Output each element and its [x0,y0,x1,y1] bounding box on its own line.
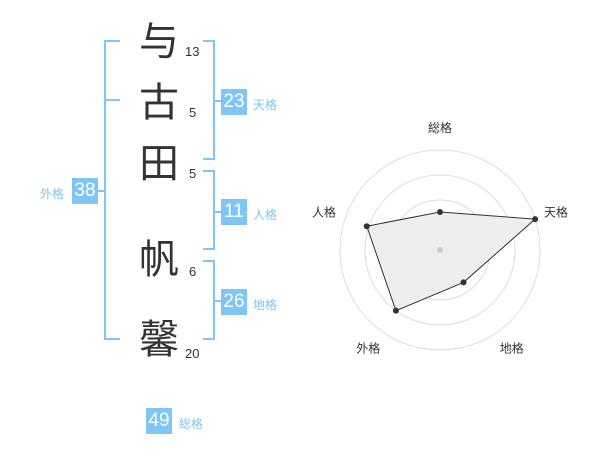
gaikaku-value: 38 [72,178,98,204]
chikaku-value: 26 [221,289,247,315]
gaikaku-label: 外格 [40,187,65,201]
stroke-count-1: 13 [185,44,200,59]
chikaku-bracket-bottom [203,338,215,340]
tenkaku-value: 23 [221,89,247,115]
chikaku-label: 地格 [253,298,278,312]
stroke-count-2: 5 [189,105,197,120]
radar-point-2 [460,279,467,286]
jinkaku-bracket-vertical [213,170,215,250]
radar-point-3 [392,307,399,314]
outer-bracket-connector [98,190,106,192]
radar-point-1 [532,216,539,223]
radar-axis-label-2: 地格 [500,341,524,356]
outer-bracket-bottom [104,338,120,340]
radar-point-4 [363,223,370,230]
stroke-count-5: 20 [185,346,200,361]
tenkaku-bracket-top [203,40,215,42]
chikaku-bracket-connector [213,300,221,302]
radar-center-dot [437,247,443,253]
soukaku-label: 総格 [179,417,204,431]
radar-axis-label-3: 外格 [356,341,380,356]
jinkaku-label: 人格 [253,208,278,222]
chikaku-bracket-top [203,260,215,262]
radar-polygon [366,211,537,312]
kanji-4: 帆 [139,237,179,283]
jinkaku-bracket-top [203,170,215,172]
tenkaku-label: 天格 [253,98,278,112]
radar-ring-3 [364,174,516,326]
kanji-2: 古 [139,80,179,126]
outer-bracket-top [104,40,120,42]
kanji-5: 馨 [139,317,179,363]
stroke-count-4: 6 [189,264,197,279]
radar-axis-label-0: 総格 [428,120,452,135]
kanji-1: 与 [139,19,179,65]
jinkaku-value: 11 [221,199,247,225]
soukaku-value: 49 [146,408,172,434]
radar-ring-4 [339,149,541,351]
outer-bracket-mid [104,99,120,101]
radar-point-0 [437,209,443,215]
tenkaku-bracket-connector [213,100,221,102]
radar-points [363,209,539,314]
stroke-count-3: 5 [189,166,197,181]
tenkaku-bracket-bottom [203,158,215,160]
radar-axis-label-4: 人格 [312,204,336,219]
kanji-3: 田 [139,141,179,187]
radar-axis-label-1: 天格 [544,204,568,219]
jinkaku-bracket-bottom [203,248,215,250]
jinkaku-bracket-connector [213,211,221,213]
